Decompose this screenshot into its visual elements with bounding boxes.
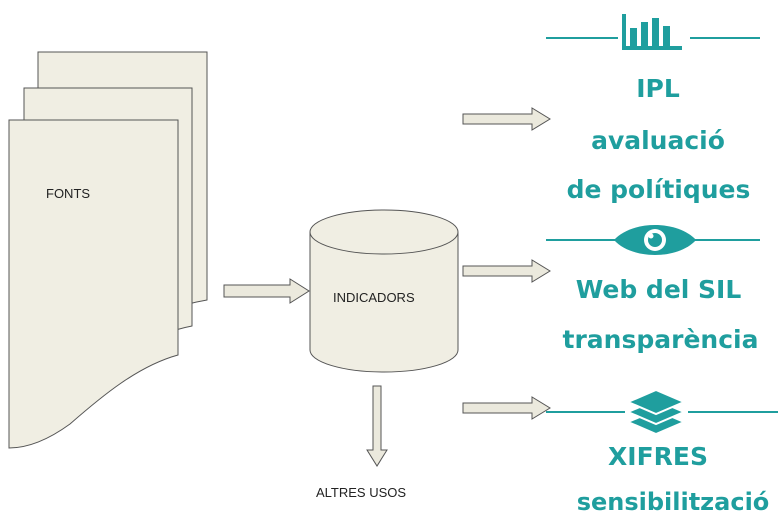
document-front bbox=[8, 119, 179, 449]
altres-usos-label: ALTRES USOS bbox=[316, 485, 407, 500]
bar-chart-icon bbox=[622, 14, 682, 50]
fonts-label: FONTS bbox=[46, 186, 91, 201]
database-cylinder bbox=[309, 209, 459, 373]
cylinder-body bbox=[309, 232, 459, 373]
arrow-indicadors-to-altres-usos bbox=[366, 385, 388, 467]
indicadors-label: INDICADORS bbox=[333, 290, 415, 305]
documents-stack bbox=[8, 51, 208, 449]
eye-icon bbox=[614, 225, 696, 255]
xifres-subtitle: sensibilització bbox=[576, 488, 770, 516]
ipl-title: IPL bbox=[636, 74, 680, 103]
web-subtitle: transparència bbox=[562, 325, 759, 354]
ipl-subtitle-2: de polítiques bbox=[566, 175, 751, 204]
web-title: Web del SIL bbox=[575, 275, 742, 304]
cylinder-top bbox=[309, 209, 459, 255]
ipl-subtitle-1: avaluació bbox=[591, 126, 725, 155]
arrow-fonts-to-indicadors bbox=[223, 278, 310, 304]
arrow-to-xifres bbox=[462, 396, 551, 420]
arrow-to-web bbox=[462, 259, 551, 283]
xifres-title: XIFRES bbox=[608, 442, 708, 471]
layers-stack-icon bbox=[625, 388, 687, 436]
arrow-to-ipl bbox=[462, 107, 551, 131]
